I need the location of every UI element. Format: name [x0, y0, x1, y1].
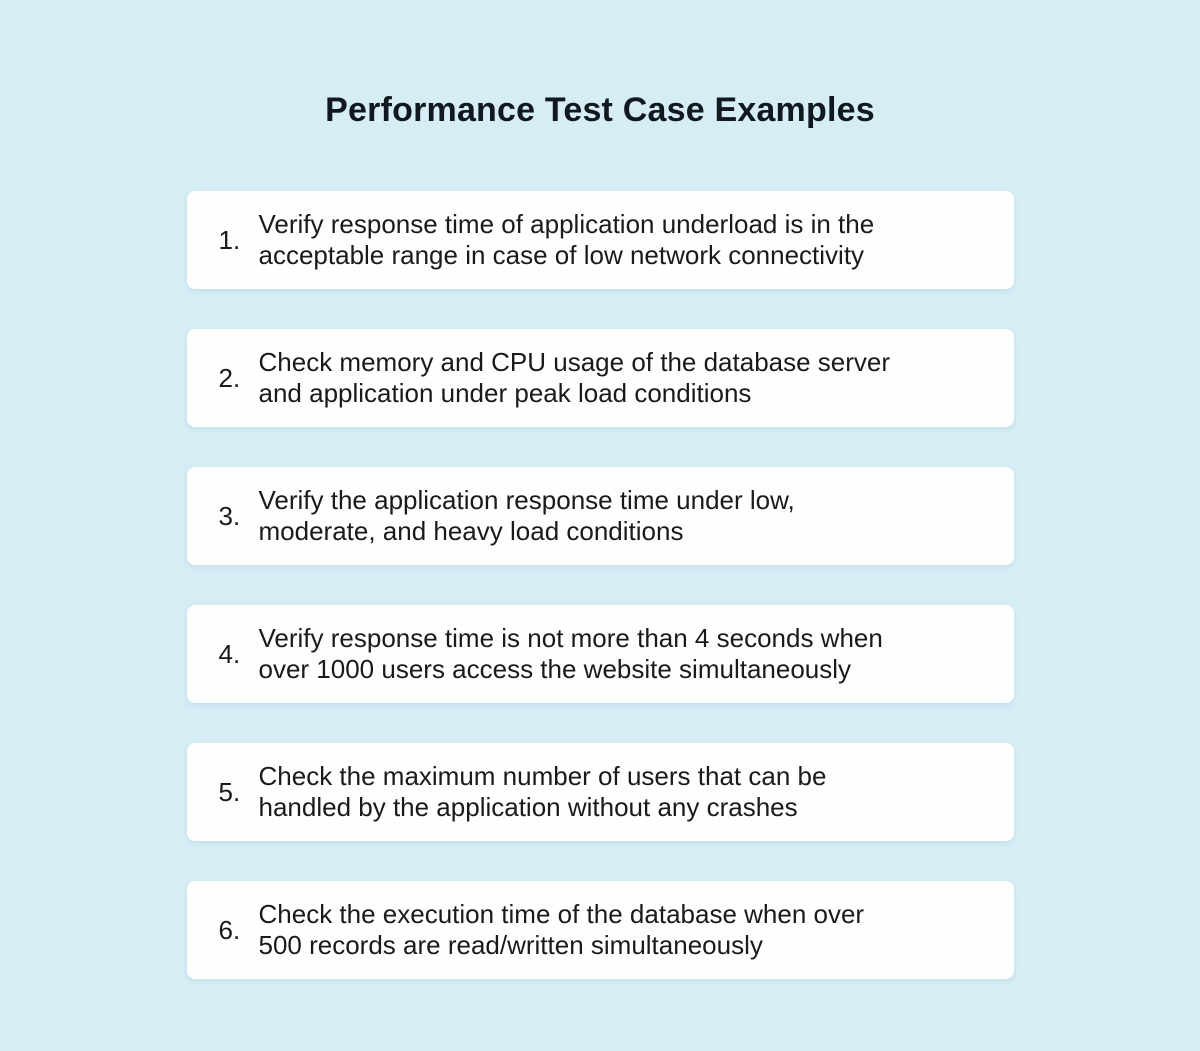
test-case-number: 3. [218, 500, 241, 531]
test-case-list: 1. Verify response time of application u… [186, 191, 1014, 979]
test-case-number: 2. [218, 362, 241, 393]
test-case-card-5: 5. Check the maximum number of users tha… [186, 743, 1014, 841]
test-case-number: 5. [218, 776, 241, 807]
test-case-number: 4. [218, 638, 241, 669]
test-case-card-4: 4. Verify response time is not more than… [186, 605, 1014, 703]
test-case-number: 1. [218, 224, 241, 255]
test-case-number: 6. [218, 914, 241, 945]
test-case-card-3: 3. Verify the application response time … [186, 467, 1014, 565]
test-case-card-6: 6. Check the execution time of the datab… [186, 881, 1014, 979]
test-case-text: Verify response time of application unde… [258, 209, 875, 270]
test-case-text: Verify the application response time und… [258, 485, 795, 546]
test-case-card-2: 2. Check memory and CPU usage of the dat… [186, 329, 1014, 427]
test-case-text: Check the maximum number of users that c… [258, 761, 827, 822]
test-case-text: Check memory and CPU usage of the databa… [258, 347, 891, 408]
page-title: Performance Test Case Examples [325, 91, 875, 129]
test-case-text: Check the execution time of the database… [258, 899, 865, 960]
test-case-text: Verify response time is not more than 4 … [258, 623, 883, 684]
test-case-card-1: 1. Verify response time of application u… [186, 191, 1014, 289]
